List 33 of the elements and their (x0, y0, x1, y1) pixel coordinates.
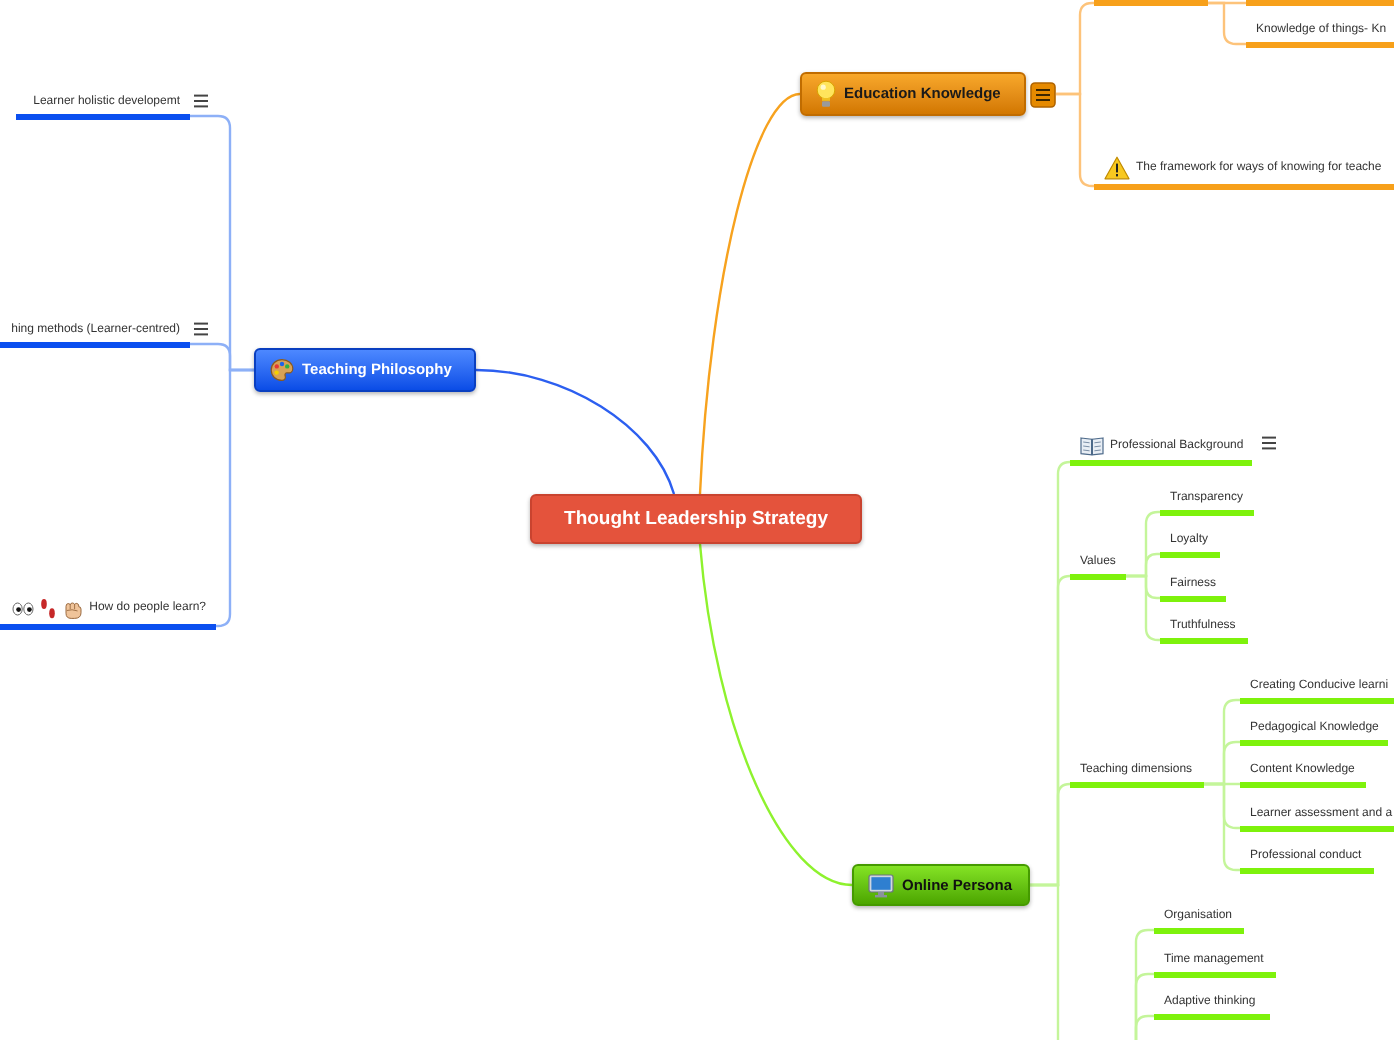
central-topic-box (530, 494, 862, 544)
topic-node (1240, 675, 1394, 703)
branch-underline (1246, 0, 1394, 6)
branch-line (1134, 1014, 1154, 1040)
topic-node (1160, 487, 1254, 515)
topic-node (1154, 905, 1244, 933)
topic-box (254, 348, 476, 392)
topic-node (1070, 551, 1126, 579)
branch-line (1204, 782, 1240, 872)
topic-node (1160, 615, 1248, 643)
branch-line (475, 368, 676, 495)
topic-node (1094, 153, 1394, 189)
topic-node (1154, 949, 1276, 977)
topic-node (0, 593, 216, 629)
topic-node (1160, 573, 1226, 601)
branch-line (1208, 1, 1246, 46)
topic-node (1240, 759, 1366, 787)
topic-node (1246, 19, 1394, 47)
topic-node (1160, 529, 1220, 557)
topic-node (1154, 991, 1270, 1019)
topic-node (1240, 717, 1388, 745)
topic-node (0, 319, 190, 347)
branch-line (698, 543, 853, 887)
branch-line (698, 92, 801, 495)
branch-line (1126, 574, 1160, 642)
topic-node (16, 91, 190, 119)
topic-title: Thought Leadership Strategy (564, 507, 828, 531)
topic-node (1070, 759, 1204, 787)
branch-underline (1094, 0, 1208, 6)
topic-node (1240, 803, 1394, 831)
branch-line (1030, 883, 1060, 1040)
topic-node (1240, 845, 1374, 873)
topic-box (852, 864, 1030, 906)
